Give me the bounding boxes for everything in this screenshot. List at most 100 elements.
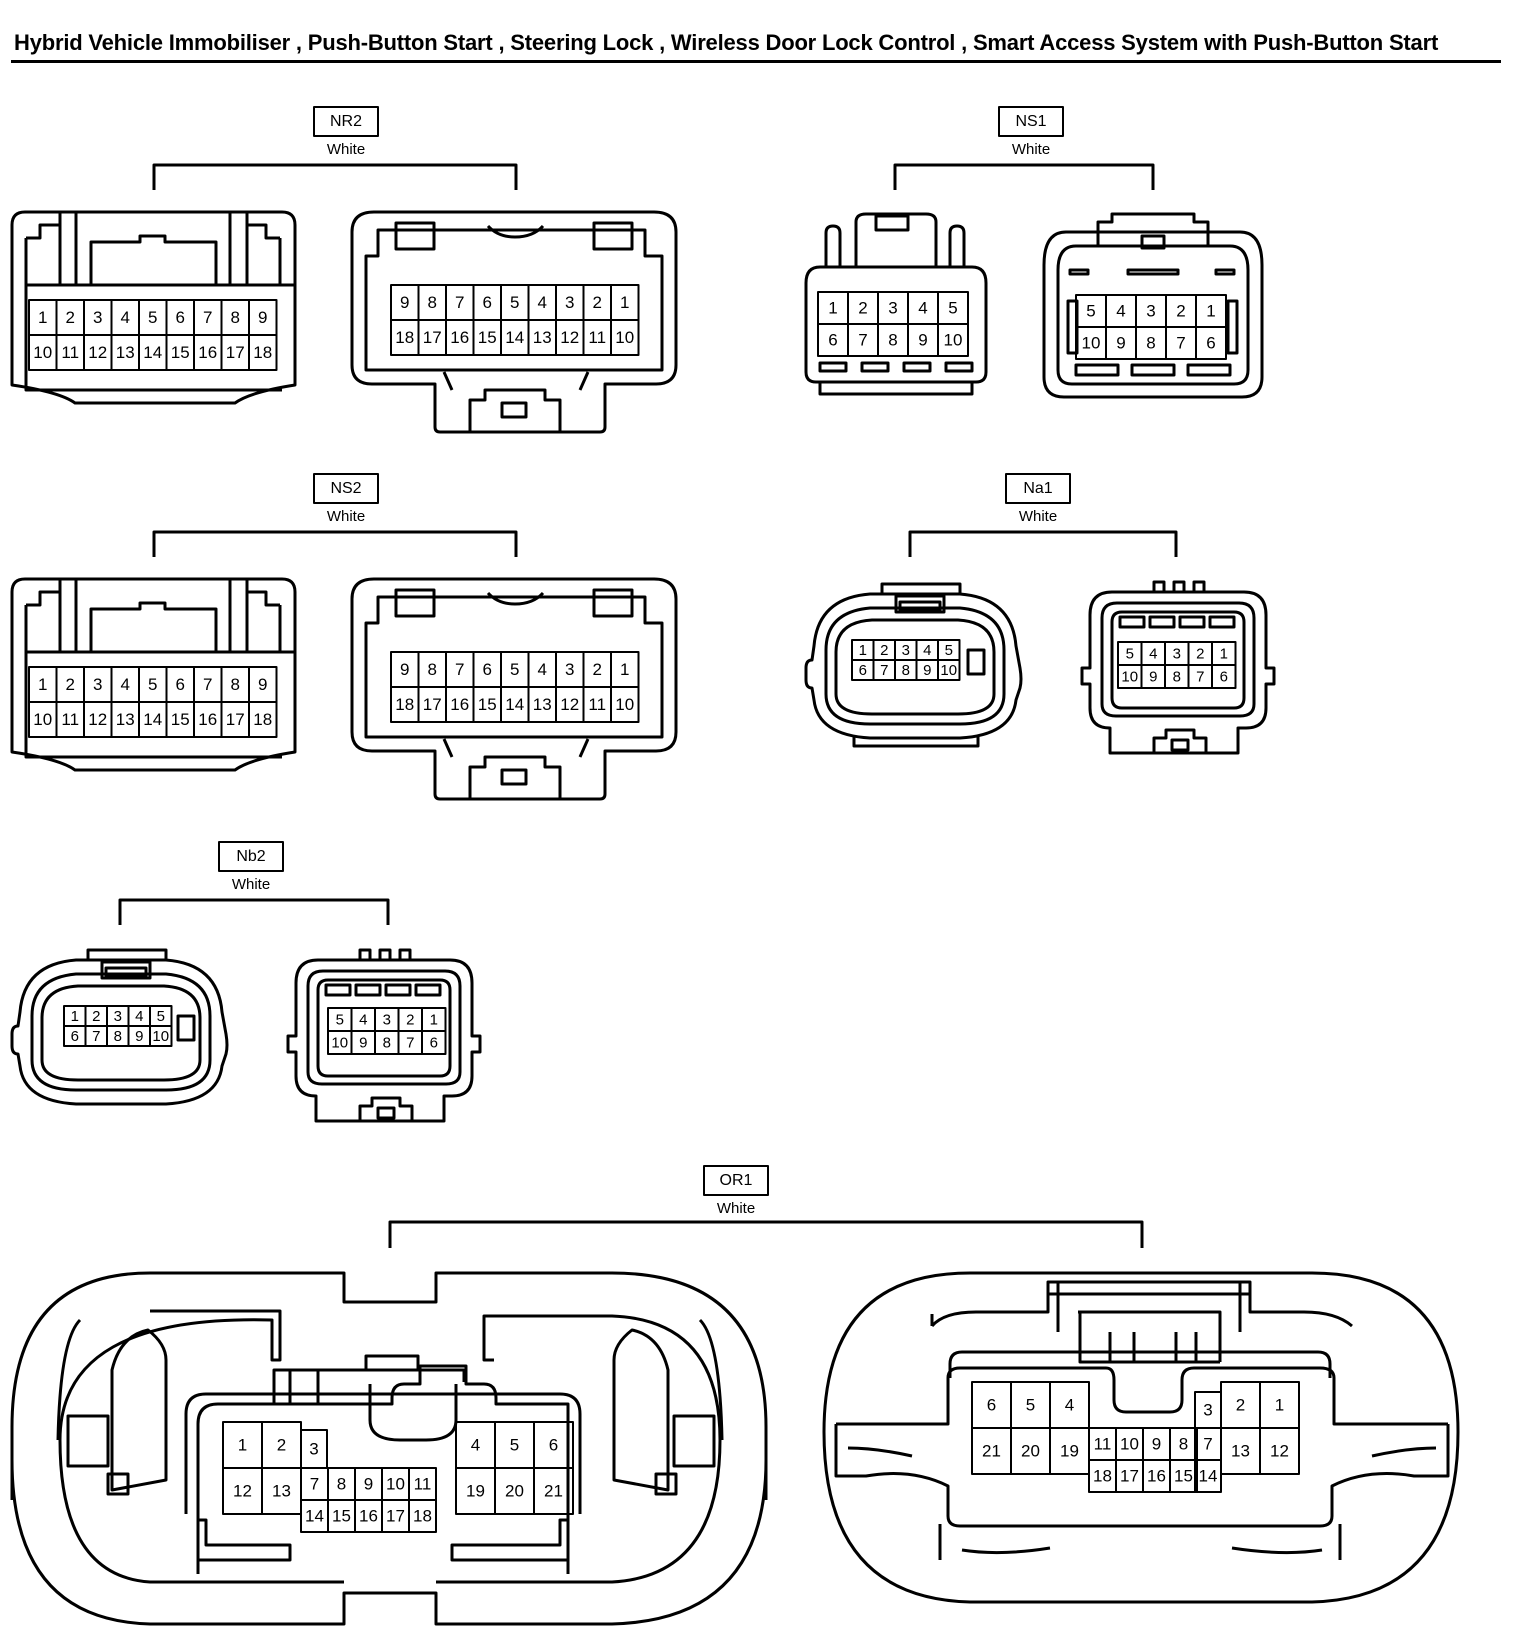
- pin-number: 8: [383, 1034, 391, 1051]
- pin-cell: [610, 686, 640, 723]
- pin-number: 4: [1116, 301, 1125, 320]
- connector-code-label: NR2: [330, 113, 362, 130]
- pin-number: 8: [1146, 333, 1155, 352]
- pin-number: 2: [858, 298, 867, 317]
- pin-number: 2: [593, 293, 602, 312]
- pin-cell: [1194, 1459, 1222, 1493]
- pin-number: 17: [423, 328, 442, 347]
- pin-number: 8: [1173, 668, 1181, 685]
- pin-number: 3: [1146, 301, 1155, 320]
- pin-number: 18: [413, 1506, 432, 1525]
- pin-number: 7: [455, 293, 464, 312]
- connector-housing-left: [10, 948, 229, 1106]
- pin-number: 17: [226, 710, 245, 729]
- connector-bracket: [893, 163, 1155, 190]
- pin-cell: [149, 1025, 173, 1047]
- pin-number: 16: [1147, 1466, 1166, 1485]
- pin-number: 7: [203, 675, 212, 694]
- pin-number: 13: [1231, 1441, 1250, 1460]
- pin-number: 10: [944, 330, 963, 349]
- connector-housing-right: [822, 1271, 1460, 1604]
- pin-number: 4: [121, 308, 130, 327]
- title-underline: [11, 60, 1501, 63]
- pin-number: 3: [902, 642, 910, 659]
- pin-number: 18: [395, 328, 414, 347]
- pin-number: 9: [1152, 1434, 1161, 1453]
- pin-number: 4: [471, 1435, 480, 1454]
- pin-number: 3: [1203, 1400, 1212, 1419]
- connector-code-label: Na1: [1023, 480, 1052, 497]
- pin-number: 18: [253, 343, 272, 362]
- pin-number: 11: [588, 695, 606, 714]
- pin-number: 18: [253, 710, 272, 729]
- pin-number: 2: [66, 308, 75, 327]
- pin-cell: [1259, 1427, 1300, 1475]
- pin-number: 9: [1149, 668, 1157, 685]
- pin-number: 6: [176, 308, 185, 327]
- pin-cell: [937, 659, 961, 681]
- pin-number: 6: [1220, 668, 1228, 685]
- pin-number: 20: [505, 1481, 524, 1500]
- pin-number: 1: [620, 293, 629, 312]
- pin-number: 12: [233, 1481, 252, 1500]
- pin-number: 12: [560, 328, 579, 347]
- pin-number: 2: [1176, 301, 1185, 320]
- pin-number: 15: [478, 328, 497, 347]
- connector-housing-right: [1080, 580, 1276, 755]
- pin-number: 15: [171, 710, 190, 729]
- connector-label-box: [218, 841, 284, 872]
- pin-number: 7: [406, 1034, 414, 1051]
- pin-number: 19: [466, 1481, 485, 1500]
- pin-number: 8: [888, 330, 897, 349]
- pin-number: 1: [238, 1435, 247, 1454]
- pin-cell: [1169, 1459, 1198, 1493]
- pin-number: 4: [538, 660, 547, 679]
- connector-bracket: [152, 530, 518, 557]
- pin-number: 10: [615, 328, 634, 347]
- connector-housing-left: [10, 210, 297, 405]
- pin-number: 10: [1121, 668, 1138, 685]
- pin-number: 7: [455, 660, 464, 679]
- pin-number: 13: [116, 710, 135, 729]
- pin-number: 8: [902, 662, 910, 679]
- connector-bracket: [152, 163, 518, 190]
- pin-number: 10: [940, 662, 957, 679]
- pin-number: 6: [828, 330, 837, 349]
- connector-housing-left: [10, 1271, 768, 1626]
- pin-number: 4: [121, 675, 130, 694]
- pin-number: 7: [880, 662, 888, 679]
- connector-bracket: [118, 898, 390, 925]
- pin-number: 8: [231, 675, 240, 694]
- pin-number: 11: [61, 343, 79, 362]
- pin-number: 4: [923, 642, 931, 659]
- pin-number: 1: [38, 308, 47, 327]
- pin-number: 14: [505, 695, 524, 714]
- pin-number: 9: [918, 330, 927, 349]
- pin-number: 17: [423, 695, 442, 714]
- pin-number: 15: [1174, 1466, 1193, 1485]
- pin-number: 6: [1206, 333, 1215, 352]
- pin-number: 1: [828, 298, 837, 317]
- pin-number: 11: [61, 710, 79, 729]
- pin-number: 4: [918, 298, 927, 317]
- pin-number: 21: [544, 1481, 563, 1500]
- pin-number: 16: [450, 328, 469, 347]
- connector-housing-right: [286, 948, 482, 1123]
- pin-number: 9: [923, 662, 931, 679]
- pin-number: 20: [1021, 1441, 1040, 1460]
- pin-number: 9: [258, 308, 267, 327]
- pin-number: 7: [1196, 668, 1204, 685]
- pin-number: 6: [71, 1028, 79, 1045]
- pin-number: 9: [400, 660, 409, 679]
- connector-housing-left: [804, 582, 1023, 748]
- pin-number: 2: [880, 642, 888, 659]
- pin-number: 10: [1120, 1434, 1139, 1453]
